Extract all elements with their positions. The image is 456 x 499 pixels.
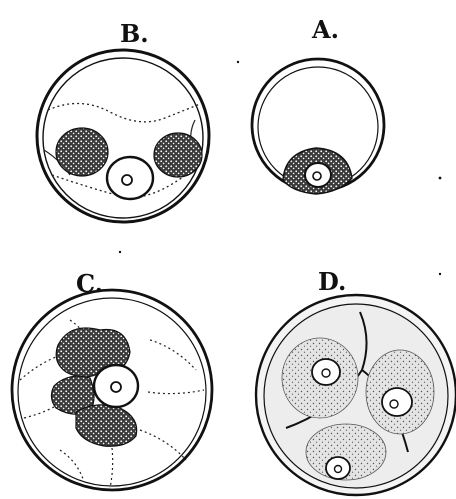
panel-c-cell — [12, 290, 212, 490]
panel-b-cell — [37, 50, 209, 222]
cell-b-left-granule — [56, 128, 108, 176]
cell-b-nucleus — [107, 157, 153, 199]
cell-d-nucleus-3 — [326, 457, 350, 479]
cell-c-nucleus — [94, 365, 138, 407]
panel-a-cell — [252, 59, 384, 194]
cell-d-nucleus-1 — [312, 359, 340, 385]
panel-d-cell — [256, 295, 456, 495]
cell-b-right-granule — [154, 133, 202, 177]
cell-a-nucleus — [305, 163, 331, 187]
cell-c-lower-granule — [76, 405, 137, 446]
